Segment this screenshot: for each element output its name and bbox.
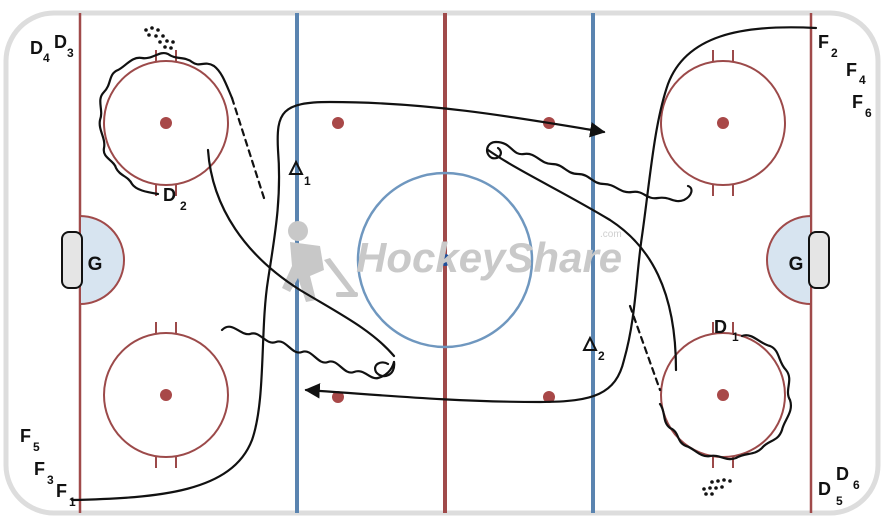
player-D3-letter: D: [54, 32, 67, 52]
puck-pile-top-left: [144, 26, 175, 50]
center-circle: [356, 171, 534, 349]
goal-net-left: [61, 231, 83, 289]
path-wavy-left: [220, 325, 396, 380]
goalie-left: G: [88, 254, 103, 275]
goalie-right: G: [789, 254, 804, 275]
cone-1-icon: [288, 159, 304, 175]
player-D2-num: 2: [180, 199, 187, 213]
player-D6-letter: D: [836, 464, 849, 484]
player-F5: F 5: [20, 426, 40, 454]
cone-1-label: 1: [304, 174, 311, 188]
player-F3: F 3: [34, 459, 54, 487]
player-D4: D 4: [30, 38, 50, 65]
player-D4-num: 4: [43, 51, 50, 65]
center-dot: [439, 254, 451, 266]
player-F1: F 1: [56, 481, 76, 509]
drill-paths: [70, 26, 818, 502]
player-F6-letter: F: [852, 92, 863, 112]
hockeyshare-watermark: HockeyShare .com: [282, 221, 622, 302]
player-D4-letter: D: [30, 38, 43, 58]
player-D6-num: 6: [853, 478, 860, 492]
player-D1: D 1: [714, 317, 739, 344]
watermark-domain: .com: [600, 229, 622, 240]
watermark-brand: HockeyShare: [356, 234, 622, 281]
player-F5-letter: F: [20, 426, 31, 446]
player-F6-num: 6: [865, 106, 872, 120]
path-d-skate-bottom-right: [658, 334, 792, 461]
player-D5-num: 5: [836, 494, 843, 508]
puck-pile-bottom-right: [702, 478, 732, 496]
cone-2-icon: [582, 335, 598, 351]
pass-dashed-right: [628, 304, 662, 392]
player-D2-letter: D: [163, 185, 176, 205]
player-D1-num: 1: [732, 330, 739, 344]
path-curve-left: [206, 148, 396, 358]
player-D1-letter: D: [714, 317, 727, 337]
player-D5-letter: D: [818, 479, 831, 499]
player-D3-num: 3: [67, 46, 74, 60]
path-f-left-long: [70, 100, 606, 502]
player-F4-letter: F: [846, 60, 857, 80]
path-d-skate-top-left: [98, 52, 234, 196]
player-D3: D 3: [54, 32, 74, 60]
player-F5-num: 5: [33, 440, 40, 454]
player-D6: D 6: [836, 464, 860, 492]
player-F4: F 4: [846, 60, 866, 87]
path-curve-right: [486, 148, 678, 372]
player-F1-letter: F: [56, 481, 67, 501]
player-F6: F 6: [852, 92, 872, 120]
pass-dashed-left: [230, 96, 266, 200]
goal-crease-left: [79, 214, 125, 306]
path-f-right-long: [304, 26, 818, 404]
path-wavy-right: [494, 140, 693, 203]
goal-net-right: [808, 231, 830, 289]
faceoff-circle-top-right: [660, 50, 786, 196]
player-F2-num: 2: [831, 46, 838, 60]
player-F4-num: 4: [859, 73, 866, 87]
faceoff-circle-bottom-left: [103, 322, 229, 468]
goal-crease-right: [766, 214, 812, 306]
cone-1: 1: [288, 159, 311, 188]
faceoff-dots: [160, 117, 729, 403]
player-F3-letter: F: [34, 459, 45, 479]
player-D2: D 2: [163, 185, 187, 213]
player-F2: F 2: [818, 32, 838, 60]
skater-silhouette-icon: [282, 221, 358, 302]
path-wavy-left-loop: [374, 360, 396, 378]
cone-2: 2: [582, 335, 605, 363]
cone-2-label: 2: [598, 349, 605, 363]
player-F2-letter: F: [818, 32, 829, 52]
player-D5: D 5: [818, 479, 843, 508]
player-F1-num: 1: [69, 495, 76, 509]
path-wavy-right-loop: [486, 140, 502, 160]
player-F3-num: 3: [47, 473, 54, 487]
